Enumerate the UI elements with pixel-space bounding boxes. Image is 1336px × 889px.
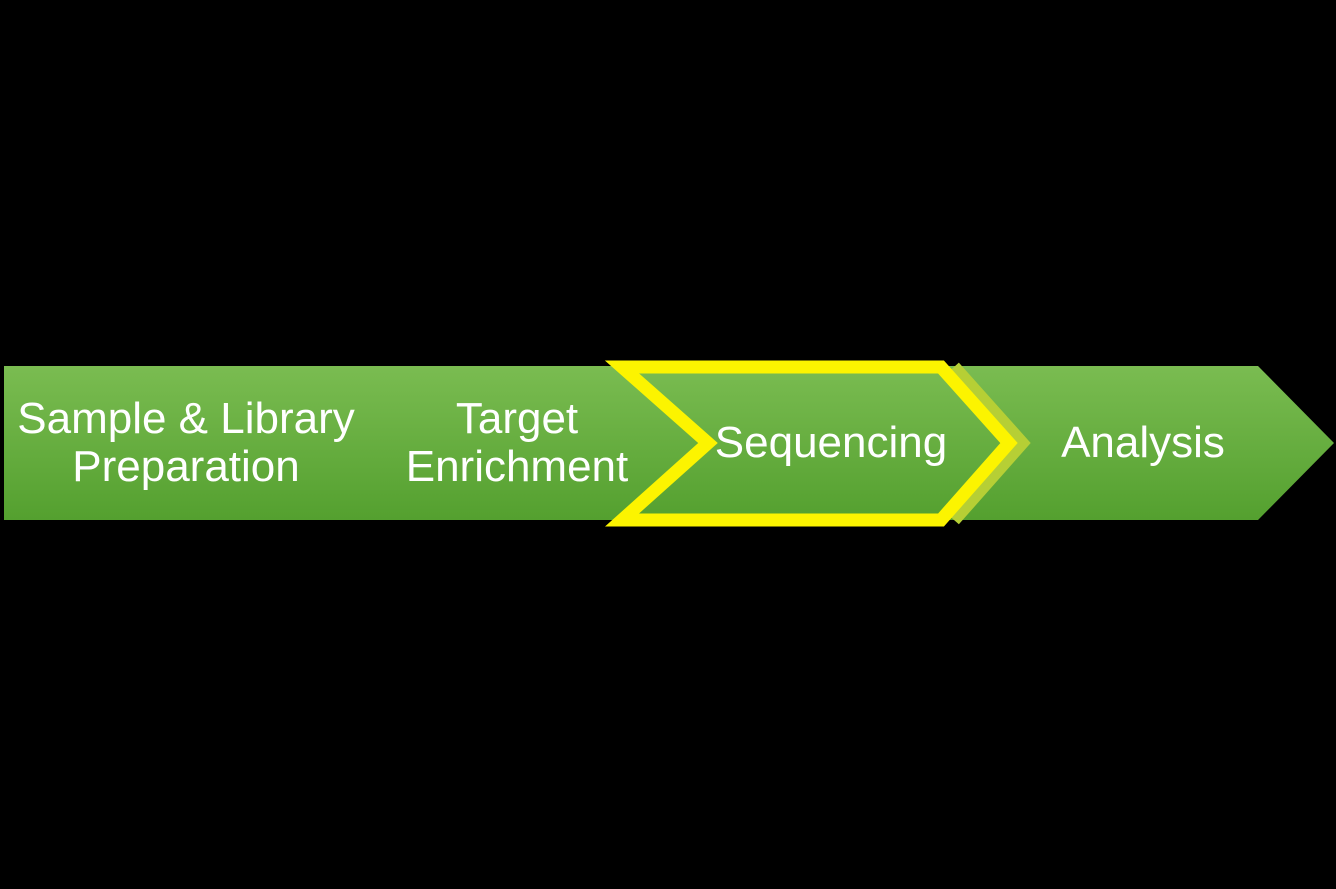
highlight-chevron-outline — [604, 360, 1018, 527]
highlight-chevron-shadow — [949, 362, 1031, 525]
process-arrow-shape — [4, 366, 1334, 520]
